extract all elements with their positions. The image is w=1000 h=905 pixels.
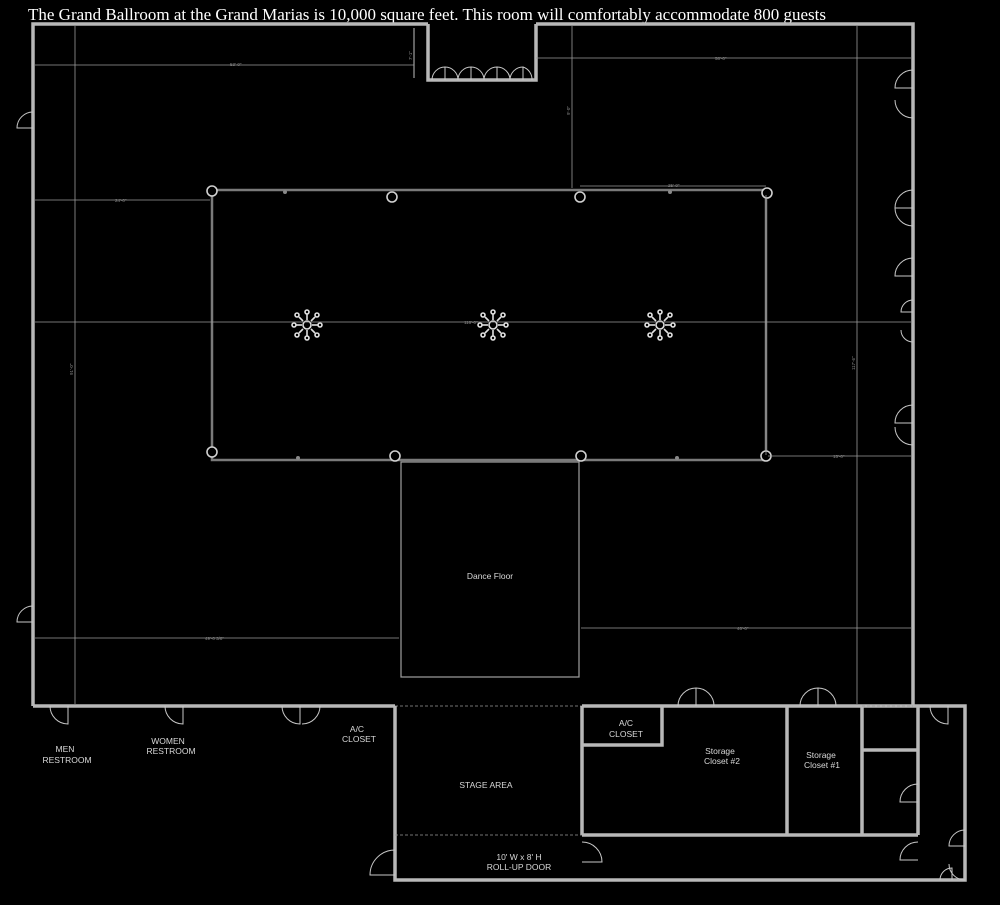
dance-floor <box>400 461 580 678</box>
dim-right-low: 15'-0" <box>833 454 845 459</box>
dim-lower-left: 49'-0 3/8" <box>205 636 224 641</box>
dimension-lines: 53'-0" 58'-0" 24'-0" 116'-0" 25'-0" 15'-… <box>35 26 911 704</box>
men-restroom-label-2: RESTROOM <box>42 755 91 765</box>
dim-center-width: 116'-0" <box>464 320 478 325</box>
women-restroom-label-1: WOMEN <box>151 736 185 746</box>
ac-closet-left-label-1: A/C <box>350 724 364 734</box>
dim-left-height: 91'-0" <box>69 363 74 375</box>
column <box>206 185 218 197</box>
dim-lower-right: 46'-0" <box>737 626 749 631</box>
dim-top-left: 53'-0" <box>230 62 242 67</box>
dim-right-height: 117'-6" <box>851 356 856 370</box>
roll-up-door-label-2: ROLL-UP DOOR <box>487 862 552 872</box>
room-labels: MEN RESTROOM WOMEN RESTROOM A/C CLOSET A… <box>42 718 840 872</box>
chandelier-icon <box>477 309 509 341</box>
storage-2-label-1: Storage <box>705 746 735 756</box>
entrance-doors[interactable] <box>431 66 533 81</box>
column <box>389 450 401 462</box>
dim-entry: 7'-1" <box>408 51 413 60</box>
dance-floor-label: Dance Floor <box>467 571 513 581</box>
side-doors[interactable] <box>16 69 966 881</box>
plan-title: The Grand Ballroom at the Grand Marias i… <box>28 5 826 24</box>
dim-left-mid: 24'-0" <box>115 198 127 203</box>
women-restroom-label-2: RESTROOM <box>146 746 195 756</box>
column <box>574 191 586 203</box>
ac-closet-left-label-2: CLOSET <box>342 734 376 744</box>
storage-1-label-2: Closet #1 <box>804 760 840 770</box>
chandelier-icon <box>291 309 323 341</box>
column <box>761 187 773 199</box>
chandeliers <box>291 309 676 341</box>
ac-closet-right-label-1: A/C <box>619 718 633 728</box>
exterior-walls <box>31 22 967 882</box>
dim-top-right: 58'-0" <box>715 56 727 61</box>
dim-rect-right: 25'-0" <box>668 183 680 188</box>
ac-closet-right-label-2: CLOSET <box>609 729 643 739</box>
column <box>206 446 218 458</box>
dim-top-vert: 9'-0" <box>566 106 571 115</box>
men-restroom-label-1: MEN <box>56 744 75 754</box>
storage-2-label-2: Closet #2 <box>704 756 740 766</box>
storage-1-label-1: Storage <box>806 750 836 760</box>
column <box>575 450 587 462</box>
chandelier-icon <box>644 309 676 341</box>
column <box>386 191 398 203</box>
roll-up-door-label-1: 10' W x 8' H <box>496 852 541 862</box>
stage-area-label: STAGE AREA <box>459 780 513 790</box>
